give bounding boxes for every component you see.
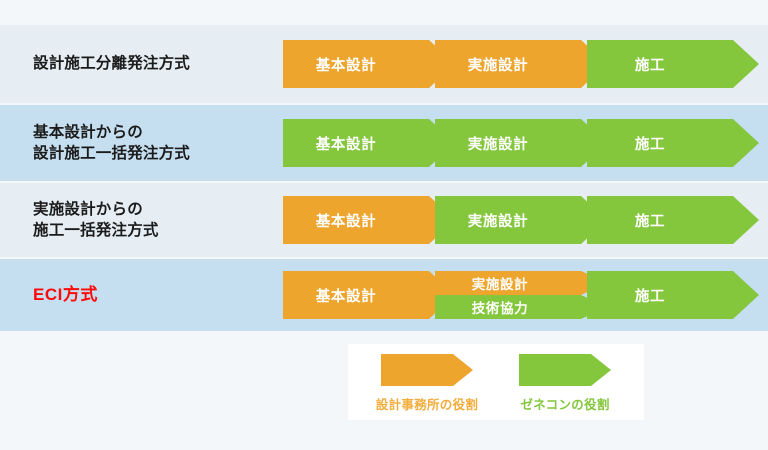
stage-segment: 実施設計 — [435, 271, 581, 295]
row-label: ECI方式 — [33, 283, 273, 306]
stage-track: 基本設計 実施設計 技術協力 施工 — [283, 259, 739, 331]
legend-item: 設計事務所の役割 — [373, 354, 481, 413]
legend: 設計事務所の役割 ゼネコンの役割 — [348, 344, 644, 420]
stage-segment: 基本設計 — [283, 271, 429, 319]
stage-block[interactable]: 基本設計 — [283, 196, 429, 244]
legend-item: ゼネコンの役割 — [511, 354, 619, 413]
row-label-line: ECI方式 — [33, 285, 98, 305]
stage-block[interactable]: 実施設計 — [435, 196, 581, 244]
row-label-line: 設計施工分離発注方式 — [33, 55, 191, 73]
stage-segment-label: 技術協力 — [471, 301, 529, 316]
stage-segment-label: 実施設計 — [467, 57, 529, 74]
row-label-line: 基本設計からの — [33, 123, 143, 141]
legend-arrow-body — [519, 354, 591, 386]
stage-block[interactable]: 施工 — [587, 119, 733, 167]
row-label-line: 実施設計からの — [33, 200, 143, 218]
diagram-row: 実施設計からの 施工一括発注方式 基本設計 実施設計 施工 — [0, 183, 768, 257]
stage-segment-label: 施工 — [634, 136, 666, 153]
legend-arrow-tip — [591, 354, 611, 386]
stage-block[interactable]: 基本設計 — [283, 40, 429, 88]
stage-segment-label: 施工 — [634, 213, 666, 230]
stage-block[interactable]: 基本設計 — [283, 119, 429, 167]
stage-segment: 実施設計 — [435, 119, 581, 167]
stage-segment-label: 基本設計 — [315, 57, 377, 74]
stage-segment-label: 基本設計 — [315, 136, 377, 153]
stage-segment-label: 実施設計 — [467, 213, 529, 230]
stage-track: 基本設計 実施設計 施工 — [283, 105, 739, 181]
row-label-line: 施工一括発注方式 — [33, 222, 159, 239]
stage-track: 基本設計 実施設計 施工 — [283, 183, 739, 257]
legend-arrow-icon — [381, 354, 473, 386]
legend-arrow-icon — [519, 354, 611, 386]
row-label-line: 設計施工一括発注方式 — [33, 145, 191, 162]
stage-block[interactable]: 基本設計 — [283, 271, 429, 319]
stage-segment: 施工 — [587, 119, 733, 167]
stage-segment: 基本設計 — [283, 119, 429, 167]
stage-block[interactable]: 施工 — [587, 196, 733, 244]
legend-arrow-body — [381, 354, 453, 386]
stage-segment-label: 実施設計 — [471, 277, 529, 292]
stage-block[interactable]: 実施設計 — [435, 40, 581, 88]
diagram-row: ECI方式 基本設計 実施設計 技術協力 施工 — [0, 259, 768, 331]
stage-segment: 基本設計 — [283, 40, 429, 88]
row-label: 設計施工分離発注方式 — [33, 53, 273, 74]
stage-segment-label: 基本設計 — [315, 288, 377, 305]
stage-segment-label: 実施設計 — [467, 136, 529, 153]
stage-block[interactable]: 施工 — [587, 40, 733, 88]
row-label: 基本設計からの 設計施工一括発注方式 — [33, 122, 273, 165]
stage-track: 基本設計 実施設計 施工 — [283, 25, 739, 103]
row-label: 実施設計からの 施工一括発注方式 — [33, 199, 273, 242]
stage-segment-label: 基本設計 — [315, 213, 377, 230]
stage-segment-label: 施工 — [634, 57, 666, 74]
stage-block[interactable]: 施工 — [587, 271, 733, 319]
legend-label: ゼネコンの役割 — [520, 398, 610, 412]
stage-block[interactable]: 実施設計 — [435, 119, 581, 167]
diagram-row: 設計施工分離発注方式 基本設計 実施設計 施工 — [0, 25, 768, 103]
stage-segment: 技術協力 — [435, 295, 581, 319]
stage-segment-label: 施工 — [634, 288, 666, 305]
stage-segment: 施工 — [587, 196, 733, 244]
stage-segment: 施工 — [587, 271, 733, 319]
stage-segment: 基本設計 — [283, 196, 429, 244]
stage-block-split[interactable]: 実施設計 技術協力 — [435, 271, 581, 319]
stage-segment: 実施設計 — [435, 196, 581, 244]
stage-segment: 施工 — [587, 40, 733, 88]
stage-segment: 実施設計 — [435, 40, 581, 88]
diagram-row: 基本設計からの 設計施工一括発注方式 基本設計 実施設計 施工 — [0, 105, 768, 181]
legend-label: 設計事務所の役割 — [375, 398, 479, 412]
legend-arrow-tip — [453, 354, 473, 386]
